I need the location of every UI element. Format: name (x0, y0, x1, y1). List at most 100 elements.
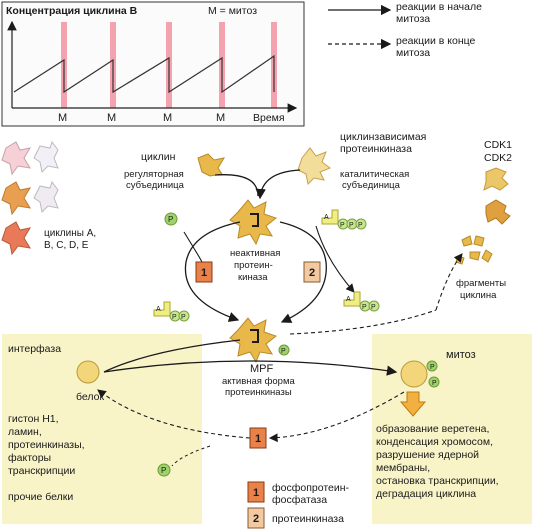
phosphate-label: P (432, 380, 437, 387)
cyclin-subunit-icon (197, 153, 226, 177)
inactive-kinase-label: неактивная (230, 248, 280, 259)
cyclins-label: B, C, D, E (44, 240, 89, 251)
arrow-adp-release (315, 225, 355, 293)
cyclin-fragments-icon (455, 235, 493, 265)
adp-a-label: A (156, 306, 161, 313)
cyclin-sawtooth-line (13, 54, 275, 94)
substrate-item: транскрипции (8, 465, 75, 477)
solid-arrow-label: реакции в начале (396, 1, 482, 13)
mpf-active-label: активная форма (222, 376, 295, 387)
cyclin-fragments-label: фрагменты (456, 278, 506, 289)
legend-box-1 (247, 481, 265, 503)
dashed-arrow-phosphate-release (171, 445, 211, 467)
cyclin-shapes-legend (1, 140, 59, 256)
enzyme-box-1 (195, 261, 213, 283)
atp-p-label: P (358, 222, 363, 229)
cdk-subunit-icon (297, 147, 332, 186)
concentration-chart-frame (1, 1, 305, 127)
phosphate-label: P (430, 364, 435, 371)
substrate-item: ламин, (8, 426, 42, 438)
dashed-arrow-label: митоза (396, 47, 430, 59)
atp-icon (321, 209, 367, 230)
atp-p-label: P (349, 222, 354, 229)
down-arrow-icon (399, 391, 427, 417)
arrow-phosphate (183, 231, 203, 263)
adp-icon (153, 301, 190, 322)
mitosis-effect: образование веретена, (376, 423, 489, 435)
substrate-item: факторы (8, 452, 51, 464)
inactive-kinase-label: протеин- (234, 260, 273, 271)
adp-icon (343, 291, 380, 312)
other-proteins-label: прочие белки (8, 491, 73, 503)
released-phosphate-label: P (161, 466, 166, 475)
arrow-to-mitosis (103, 360, 398, 376)
cdk2-icon (485, 199, 511, 225)
adp-p-label: P (362, 304, 367, 311)
regulatory-subunit-label: субъединица (126, 180, 185, 191)
cyclin-label: циклин (141, 151, 176, 163)
inactive-kinase-label: киназа (238, 272, 268, 283)
mpf-label: MPF (250, 363, 274, 375)
enzyme-box-2-number: 2 (309, 267, 315, 279)
m-label: M (58, 112, 67, 124)
arrow-left-loop (184, 221, 241, 322)
cdk-label: протеинкиназа (340, 143, 412, 155)
dashed-arrow-return (97, 389, 251, 439)
cyclin-d-icon (33, 180, 59, 214)
dashed-arrow-dephospho (268, 391, 405, 443)
phosphate-icon (164, 212, 178, 226)
arrow-cyclin-to-complex (214, 174, 259, 197)
phospho-protein-icon (400, 360, 428, 388)
cdk2-label: CDK2 (484, 152, 512, 164)
mpf-icon (229, 317, 278, 364)
arrow-to-fragments (435, 253, 463, 311)
phosphate-label: P (168, 215, 173, 224)
substrate-item: гистон H1, (8, 413, 59, 425)
cyclins-label: циклины A, (44, 228, 96, 239)
atp-a-label: A (324, 214, 329, 221)
mitosis-title: митоз (446, 349, 476, 361)
mpf-bracket (250, 329, 259, 343)
interphase-panel (2, 334, 202, 524)
adp-a-label: A (346, 296, 351, 303)
cdk1-label: CDK1 (484, 139, 512, 151)
phosphate-icon (426, 360, 438, 372)
mitosis-effect: остановка транскрипции, (376, 475, 499, 487)
m-label: M (107, 112, 116, 124)
catalytic-subunit-label: каталитическая (340, 169, 409, 180)
mitosis-effect: конденсация хромосом, (376, 436, 493, 448)
time-axis-label: Время (253, 112, 285, 124)
legend-item-2-label: протеинкиназа (272, 513, 344, 525)
mpf-phosphate-icon (278, 344, 290, 356)
mitosis-effect: мембраны, (376, 462, 430, 474)
adp-p-label: P (371, 304, 376, 311)
protein-icon (76, 360, 100, 384)
adp-p-label: P (172, 314, 177, 321)
arrow-mpf-to-protein (103, 339, 241, 373)
arrow-right-loop (279, 221, 327, 323)
cdk1-icon (483, 167, 509, 191)
cyclin-fragments-label: циклина (460, 290, 497, 301)
dashed-arrow-label: реакции в конце (396, 35, 476, 47)
cyclin-a-icon (1, 141, 32, 176)
legend-item-1-label: фосфатаза (272, 494, 327, 506)
enzyme-box-1 (249, 427, 267, 449)
mitosis-legend: M = митоз (208, 5, 257, 17)
catalytic-subunit-label: субъединица (342, 180, 401, 191)
phosphate-icon (428, 376, 440, 388)
substrate-item: протеинкиназы, (8, 439, 85, 451)
legend-box-2-number: 2 (253, 513, 259, 525)
cyclin-c-icon (1, 181, 32, 216)
mitosis-effect: разрушение ядерной (376, 449, 479, 461)
released-phosphate-icon (157, 463, 171, 477)
mpf-phosphate-label: P (281, 348, 286, 355)
atp-p-label: P (340, 222, 345, 229)
mpf-active-label: протеинкиназы (225, 387, 292, 398)
enzyme-box-1-number: 1 (255, 433, 261, 445)
mitosis-effect: деградация циклина (376, 488, 476, 500)
cyclin-b-icon (33, 140, 59, 174)
m-label: M (216, 112, 225, 124)
regulatory-subunit-label: регуляторная (124, 169, 184, 180)
enzyme-box-1-number: 1 (201, 267, 207, 279)
